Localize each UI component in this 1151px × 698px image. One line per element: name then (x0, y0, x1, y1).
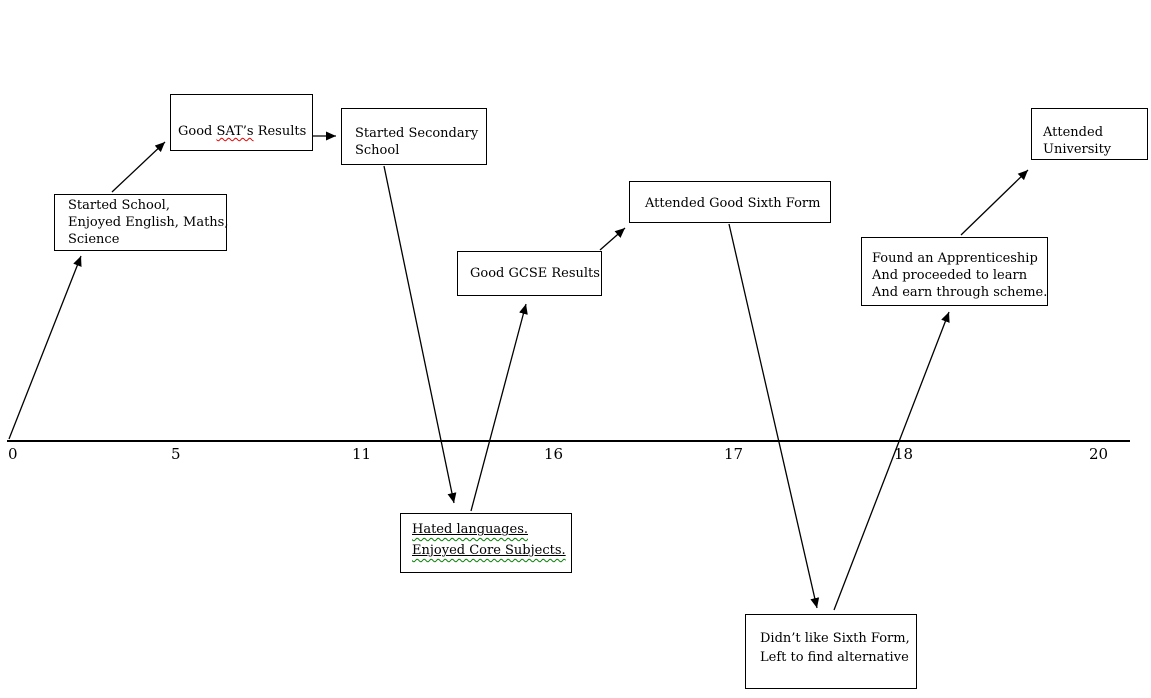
box-text-line: Enjoyed Core Subjects. (412, 540, 567, 561)
box-good-sats-results: Good SAT’s Results (170, 94, 313, 151)
arrow-gcse-to-sixth-form (599, 227, 626, 251)
arrow-apprenticeship-to-university (960, 169, 1029, 236)
box-text-line: Hated languages. (412, 519, 567, 540)
axis-tick-label: 18 (894, 445, 914, 463)
grammar-flagged-text: Hated languages. (412, 522, 529, 537)
axis-tick-label: 0 (8, 445, 18, 463)
arrow-hated-to-gcse (470, 303, 528, 512)
box-text-line: Science (68, 232, 120, 247)
box-started-school: Started School, Enjoyed English, Maths, … (54, 194, 229, 251)
axis-tick-label: 11 (352, 445, 372, 463)
box-text-line: School (355, 143, 400, 158)
arrow-started-school-to-good-sats (111, 141, 166, 193)
box-didnt-like-sixth-form: Didn’t like Sixth Form, Left to find alt… (745, 614, 917, 689)
arrow-didnt-like-to-apprenticeship (833, 311, 950, 611)
box-text-line: Attended (1043, 125, 1104, 140)
box-text-line: Attended Good Sixth Form (645, 196, 821, 211)
text-segment: Good (178, 124, 217, 139)
box-text-line: Enjoyed English, Maths, (68, 215, 229, 230)
box-text-line: Left to find alternative (760, 650, 909, 665)
axis-tick-label: 5 (171, 445, 181, 463)
text-segment: Results (253, 124, 307, 139)
arrow-secondary-to-hated (383, 165, 457, 504)
box-text-line: And earn through scheme. (872, 285, 1048, 300)
axis-tick-label: 16 (544, 445, 564, 463)
box-text-line: Started School, (68, 198, 170, 213)
box-found-apprenticeship: Found an Apprenticeship And proceeded to… (861, 237, 1048, 306)
box-started-secondary-school: Started Secondary School (341, 108, 487, 165)
box-text-line: And proceeded to learn (872, 268, 1028, 283)
box-text-line: Found an Apprenticeship (872, 251, 1038, 266)
box-hated-languages: Hated languages. Enjoyed Core Subjects. (400, 513, 572, 573)
spellcheck-flagged-text: SAT’s (216, 124, 254, 139)
axis-tick-label: 17 (724, 445, 744, 463)
box-attended-university: Attended University (1031, 108, 1148, 160)
arrow-start-to-started-school (8, 255, 82, 440)
box-good-gcse-results: Good GCSE Results (457, 251, 602, 296)
box-text-line: Didn’t like Sixth Form, (760, 631, 910, 646)
arrow-sixth-form-to-didnt-like (728, 223, 820, 609)
box-text-line: Started Secondary (355, 126, 479, 141)
box-text-line: University (1043, 142, 1112, 157)
grammar-flagged-text: Enjoyed Core Subjects. (412, 543, 566, 558)
box-text-line: Good SAT’s Results (178, 123, 310, 140)
box-attended-good-sixth-form: Attended Good Sixth Form (629, 181, 831, 223)
box-text-line: Good GCSE Results (470, 266, 600, 281)
axis-tick-label: 20 (1089, 445, 1109, 463)
